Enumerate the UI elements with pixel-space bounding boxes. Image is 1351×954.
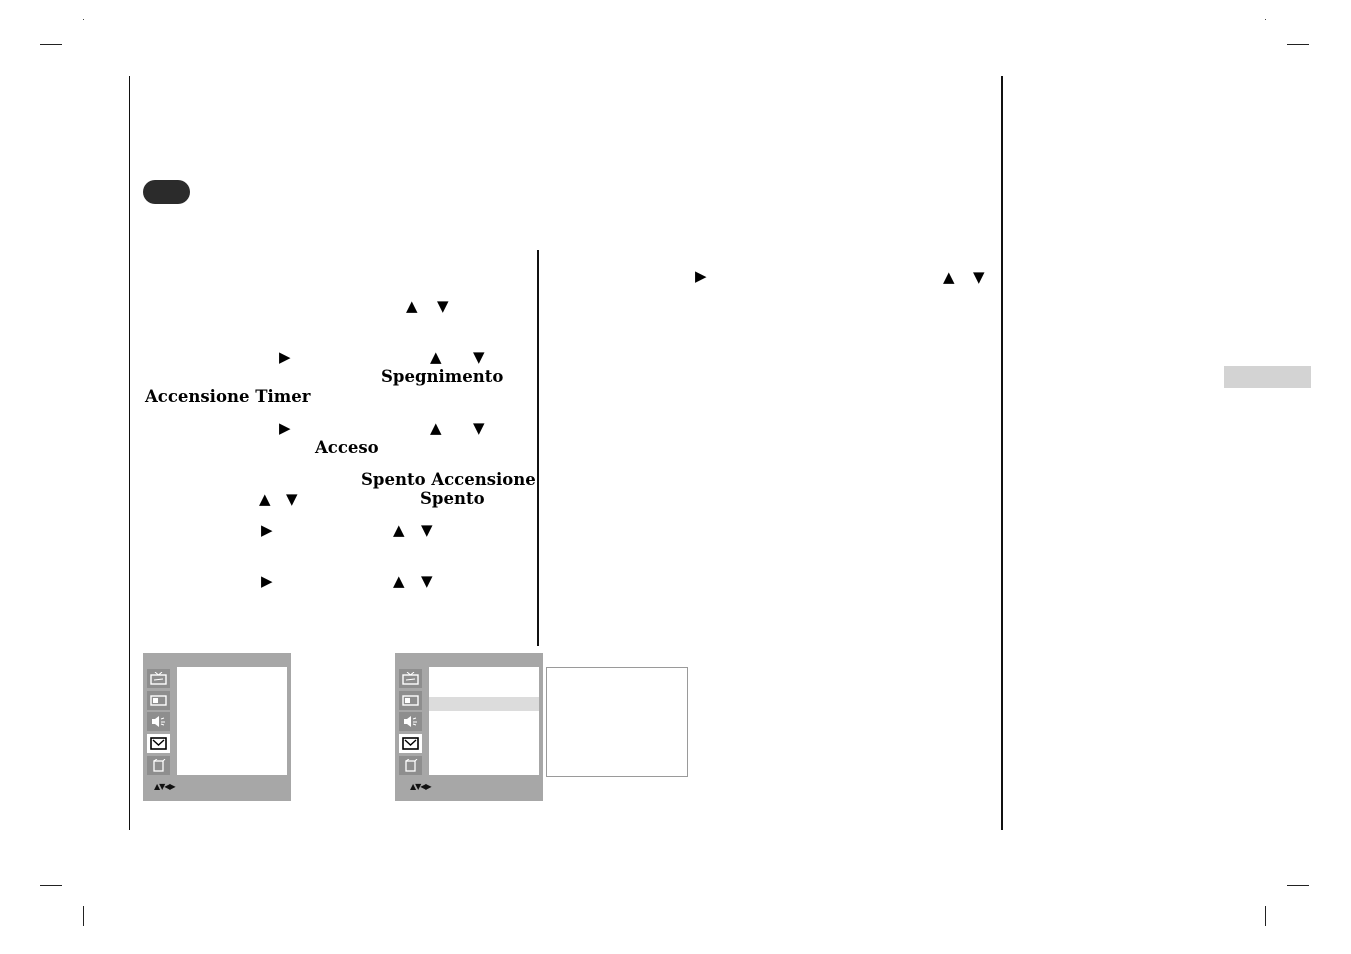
- page-right-border: [1001, 76, 1003, 830]
- up-arrow-icon: ▲: [393, 572, 405, 590]
- label-acceso: Acceso: [315, 438, 379, 457]
- tv-station-icon: [147, 669, 170, 688]
- up-arrow-icon: ▲: [406, 297, 418, 315]
- crop-mark-top-left: [40, 44, 62, 45]
- side-tab: [1224, 366, 1311, 388]
- page-left-border: [129, 76, 130, 830]
- picture-icon: [147, 691, 170, 710]
- up-arrow-icon: ▲: [259, 490, 271, 508]
- osd-menu-panel-1: ▲▼◀▶: [143, 653, 291, 801]
- osd-submenu-box: [546, 667, 688, 777]
- label-spento-accensione: Spento Accensione: [361, 470, 536, 489]
- label-accensione-timer: Accensione Timer: [145, 387, 311, 406]
- down-arrow-icon: ▼: [286, 490, 298, 508]
- right-arrow-icon: ▶: [279, 348, 291, 366]
- down-arrow-icon: ▼: [421, 521, 433, 539]
- label-spento: Spento: [420, 489, 485, 508]
- special-menu-icon: [399, 756, 422, 775]
- tv-station-icon: [399, 669, 422, 688]
- right-arrow-icon: ▶: [695, 267, 707, 285]
- up-arrow-icon: ▲: [430, 419, 442, 437]
- osd-selected-row: [429, 697, 539, 711]
- down-arrow-icon: ▼: [473, 419, 485, 437]
- down-arrow-icon: ▼: [973, 268, 985, 286]
- osd-content-area: [177, 667, 287, 775]
- up-arrow-icon: ▲: [430, 348, 442, 366]
- osd-nav-arrows: ▲▼◀▶: [410, 782, 432, 791]
- up-arrow-icon: ▲: [943, 268, 955, 286]
- osd-content-area: [429, 667, 539, 775]
- down-arrow-icon: ▼: [421, 572, 433, 590]
- crop-mark-bottom-right-vertical: [1265, 906, 1266, 926]
- timer-clock-icon: [147, 734, 170, 753]
- down-arrow-icon: ▼: [437, 297, 449, 315]
- sound-icon: [399, 712, 422, 731]
- crop-dot-right: [1265, 19, 1266, 20]
- label-spegnimento: Spegnimento: [381, 367, 504, 386]
- right-arrow-icon: ▶: [261, 521, 273, 539]
- crop-dot-left: [83, 19, 84, 20]
- osd-menu-panel-2: ▲▼◀▶: [395, 653, 543, 801]
- section-badge: [143, 180, 190, 204]
- crop-mark-bottom-left-vertical: [83, 906, 84, 926]
- osd-nav-arrows: ▲▼◀▶: [154, 782, 176, 791]
- crop-mark-bottom-right: [1287, 885, 1309, 886]
- picture-icon: [399, 691, 422, 710]
- down-arrow-icon: ▼: [473, 348, 485, 366]
- column-divider: [537, 250, 539, 646]
- sound-icon: [147, 712, 170, 731]
- timer-clock-icon: [399, 734, 422, 753]
- right-arrow-icon: ▶: [279, 419, 291, 437]
- special-menu-icon: [147, 756, 170, 775]
- up-arrow-icon: ▲: [393, 521, 405, 539]
- crop-mark-bottom-left: [40, 885, 62, 886]
- crop-mark-top-right: [1287, 44, 1309, 45]
- right-arrow-icon: ▶: [261, 572, 273, 590]
